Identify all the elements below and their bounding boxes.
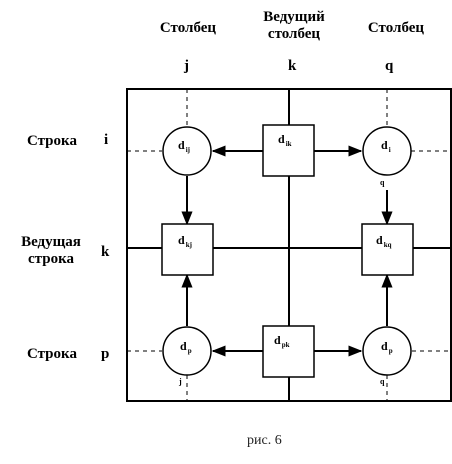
node-diq-label: di — [381, 138, 391, 154]
node-dpj-circle — [162, 326, 212, 376]
row-p-index: p — [101, 346, 110, 362]
column-k-header: Ведущий столбец — [263, 9, 325, 42]
row-i-index: i — [104, 132, 109, 148]
node-dpq-circle — [362, 326, 412, 376]
node-dpj-label: dp — [180, 339, 192, 355]
node-diq-below-label: q — [380, 178, 385, 187]
node-dkj-label: dkj — [178, 233, 192, 249]
node-dij-circle — [162, 126, 212, 176]
node-dij-label: dij — [178, 138, 190, 154]
column-j-index: j — [184, 58, 189, 74]
node-dpq-below-label: q — [380, 377, 385, 386]
column-j-header: Столбец — [159, 20, 217, 36]
column-k-index: k — [288, 58, 297, 74]
row-p-label: Строка — [27, 346, 77, 362]
node-dpq-label: dp — [381, 339, 393, 355]
node-diq-circle — [362, 126, 412, 176]
row-k-index: k — [101, 244, 110, 260]
node-dpk-square — [262, 325, 315, 378]
node-dik-square — [262, 124, 315, 177]
node-dpj-below-label: j — [179, 377, 182, 386]
column-q-header: Столбец — [367, 20, 425, 36]
node-dpk-label: dpk — [274, 333, 290, 349]
row-k-label: Ведущая строка — [21, 234, 81, 267]
figure-caption: рис. 6 — [247, 433, 282, 448]
node-dik-label: dik — [278, 132, 292, 148]
column-q-index: q — [385, 58, 394, 74]
row-i-label: Строка — [27, 133, 77, 149]
node-dkj-square — [161, 223, 214, 276]
node-dkq-square — [361, 223, 414, 276]
arrows — [181, 145, 393, 357]
node-dkq-label: dkq — [376, 233, 392, 249]
